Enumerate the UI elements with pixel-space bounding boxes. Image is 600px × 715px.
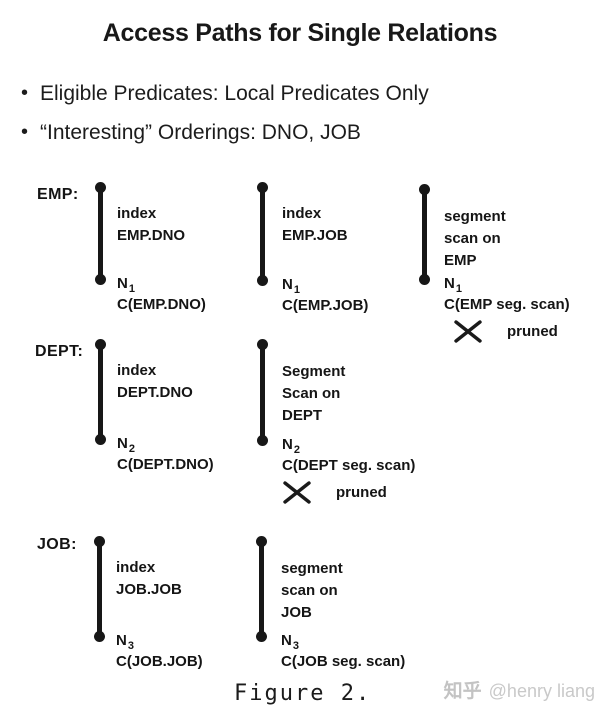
node-dot-icon: [257, 339, 268, 350]
desc-line: index: [116, 559, 156, 576]
node-dot-icon: [256, 536, 267, 547]
desc-line: segment: [444, 208, 506, 225]
page-title: Access Paths for Single Relations: [102, 19, 498, 47]
node-dot-icon: [257, 275, 268, 286]
desc-line: index: [117, 205, 157, 222]
node-label: N3: [281, 632, 299, 652]
relation-label-emp: EMP:: [37, 186, 79, 203]
path-edge: [419, 184, 430, 285]
cost-label: C(DEPT.DNO): [117, 456, 214, 473]
path-description: Segment Scan on DEPT: [282, 361, 345, 427]
node-dot-icon: [95, 339, 106, 350]
watermark-brand: 知乎: [443, 681, 482, 702]
path-description: segment scan on EMP: [444, 206, 506, 272]
relation-label-dept: DEPT:: [35, 343, 84, 360]
pruned-row: pruned: [282, 481, 387, 504]
node-dot-icon: [95, 274, 106, 285]
path-edge: [95, 182, 106, 285]
pruned-x-icon: [454, 320, 482, 343]
cost-label: C(JOB seg. scan): [281, 653, 406, 670]
node-dot-icon: [95, 434, 106, 445]
cost-label: C(DEPT seg. scan): [282, 457, 416, 474]
desc-line: EMP.JOB: [282, 227, 348, 244]
node-label: N3: [116, 632, 134, 652]
desc-line: DEPT.DNO: [117, 384, 193, 401]
desc-line: scan on: [444, 230, 501, 247]
desc-line: DEPT: [282, 407, 323, 424]
desc-line: index: [282, 205, 322, 222]
path-edge: [95, 339, 106, 445]
watermark-author: @henry liang: [488, 681, 595, 701]
bullet-text: “Interesting” Orderings: DNO, JOB: [40, 121, 361, 144]
path-description: segment scan on JOB: [281, 558, 343, 624]
cost-label: C(EMP seg. scan): [444, 296, 570, 313]
path-description: index JOB.JOB: [116, 557, 182, 601]
node-label: N1: [117, 275, 135, 295]
desc-line: EMP: [444, 252, 477, 269]
desc-line: Segment: [282, 363, 346, 380]
node-label: N1: [282, 276, 300, 296]
path-description: index EMP.DNO: [117, 203, 185, 247]
bullet-item: • “Interesting” Orderings: DNO, JOB: [21, 119, 361, 146]
path-description: index DEPT.DNO: [117, 360, 193, 404]
node-dot-icon: [95, 182, 106, 193]
figure-caption: Figure 2.: [234, 681, 372, 706]
node-label: N1: [444, 275, 462, 295]
desc-line: scan on: [281, 582, 338, 599]
node-dot-icon: [94, 631, 105, 642]
watermark: 知乎 @henry liang: [444, 676, 595, 703]
desc-line: index: [117, 362, 157, 379]
path-edge: [256, 536, 267, 642]
node-dot-icon: [419, 184, 430, 195]
cost-label: C(JOB.JOB): [116, 653, 203, 670]
bullet-icon: •: [21, 82, 29, 104]
desc-line: JOB: [281, 604, 312, 621]
path-edge: [94, 536, 105, 642]
bullet-item: • Eligible Predicates: Local Predicates …: [21, 80, 429, 107]
node-dot-icon: [257, 182, 268, 193]
pruned-label: pruned: [507, 323, 558, 340]
pruned-label: pruned: [336, 484, 387, 501]
bullet-text: Eligible Predicates: Local Predicates On…: [40, 82, 429, 105]
bullet-icon: •: [21, 121, 29, 143]
node-dot-icon: [257, 435, 268, 446]
node-dot-icon: [419, 274, 430, 285]
node-label: N2: [282, 436, 300, 456]
node-dot-icon: [94, 536, 105, 547]
desc-line: Scan on: [282, 385, 341, 402]
desc-line: EMP.DNO: [117, 227, 186, 244]
path-edge: [257, 182, 268, 286]
desc-line: segment: [281, 560, 343, 577]
pruned-row: pruned: [453, 320, 558, 343]
node-dot-icon: [256, 631, 267, 642]
desc-line: JOB.JOB: [116, 581, 182, 598]
node-label: N2: [117, 435, 135, 455]
relation-label-job: JOB:: [37, 536, 77, 553]
pruned-x-icon: [283, 481, 311, 504]
cost-label: C(EMP.JOB): [282, 297, 369, 314]
path-description: index EMP.JOB: [282, 203, 348, 247]
cost-label: C(EMP.DNO): [117, 296, 206, 313]
path-edge: [257, 339, 268, 446]
